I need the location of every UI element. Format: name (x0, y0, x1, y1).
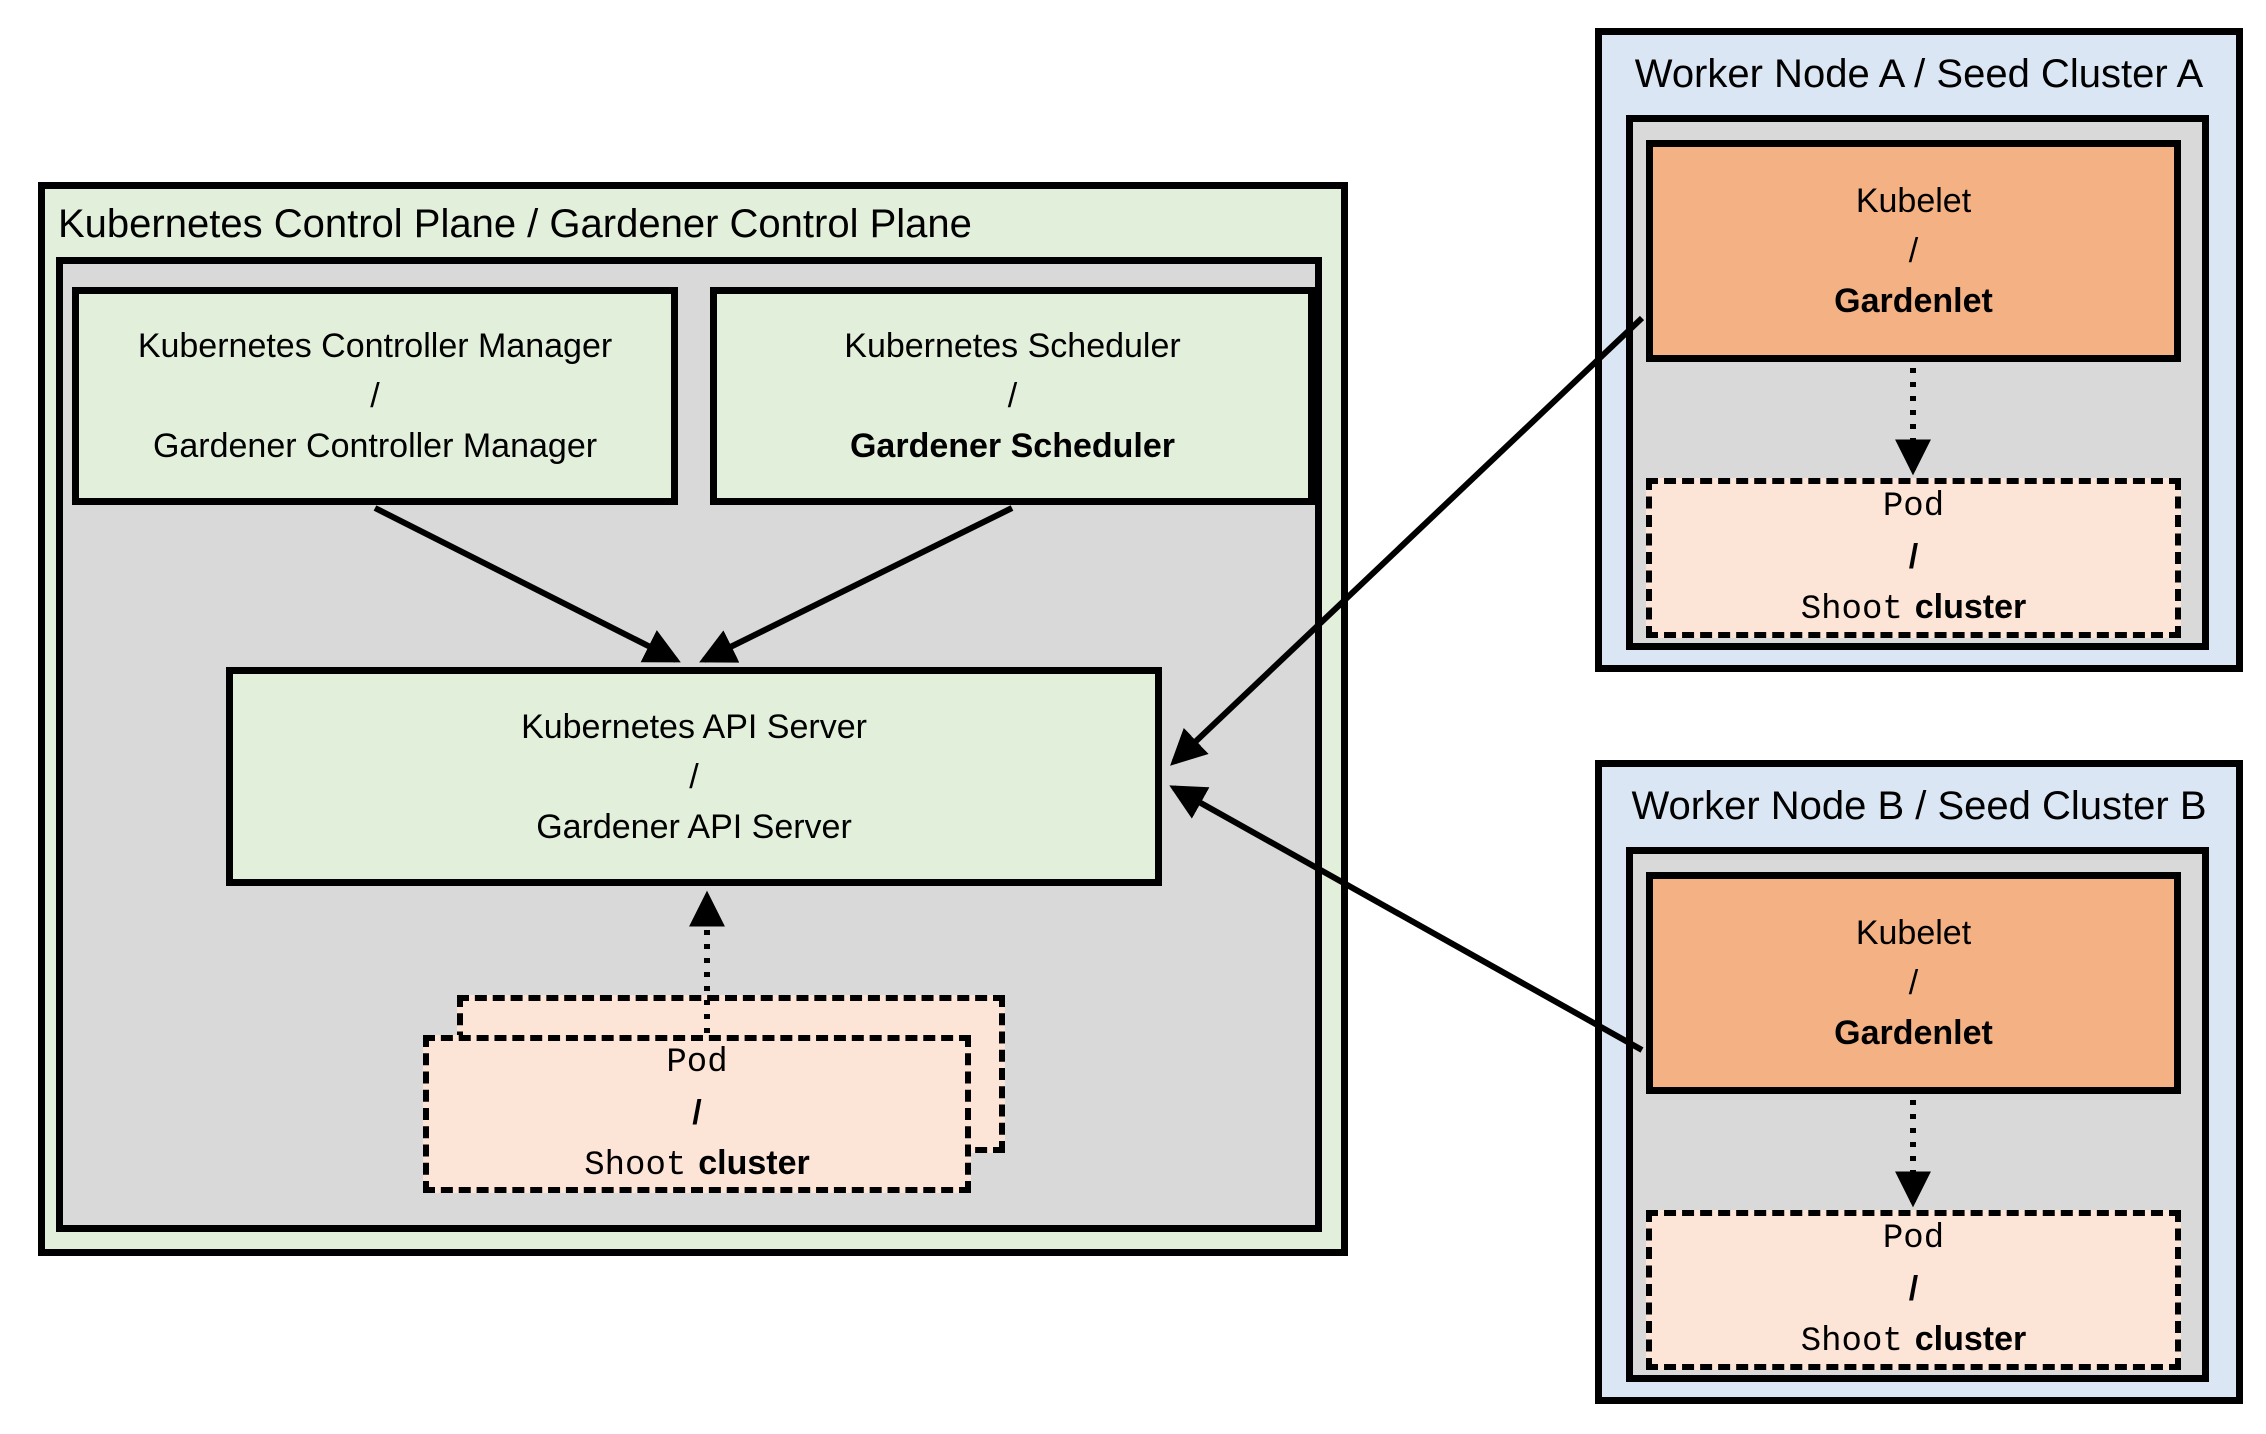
scheduler-line1: Kubernetes Scheduler (844, 327, 1181, 365)
pod-b-line2: Shoot cluster (1801, 1314, 2027, 1367)
kubelet-a-line1: Kubelet (1855, 182, 1972, 220)
pod-b-box: Pod / Shoot cluster (1646, 1210, 2181, 1370)
controller-manager-line1: Kubernetes Controller Manager (137, 327, 613, 365)
pod-a-line2: Shoot cluster (1801, 582, 2027, 635)
controller-manager-box: Kubernetes Controller Manager / Gardener… (72, 287, 678, 505)
worker-node-b-title: Worker Node B / Seed Cluster B (1631, 784, 2207, 828)
pod-stack-front-box: Pod / Shoot cluster (423, 1035, 971, 1193)
api-server-line1: Kubernetes API Server (521, 707, 867, 746)
pod-separator: / (692, 1093, 702, 1132)
scheduler-separator: / (1007, 377, 1018, 415)
kubelet-b-box: Kubelet / Gardenlet (1646, 872, 2181, 1094)
pod-b-line1: Pod (1882, 1219, 1945, 1258)
pod-a-box: Pod / Shoot cluster (1646, 478, 2181, 638)
api-server-line2: Gardener API Server (536, 807, 852, 846)
kubelet-b-separator: / (1908, 964, 1919, 1002)
kubelet-a-separator: / (1908, 232, 1919, 270)
kubelet-b-line1: Kubelet (1855, 914, 1972, 952)
api-server-box: Kubernetes API Server / Gardener API Ser… (226, 667, 1162, 886)
kubelet-a-box: Kubelet / Gardenlet (1646, 140, 2181, 362)
pod-a-line2-code: Shoot (1800, 590, 1903, 629)
pod-a-line2-text: cluster (1914, 587, 2027, 626)
controller-manager-line2: Gardener Controller Manager (152, 427, 598, 465)
controller-manager-separator: / (370, 377, 380, 415)
scheduler-line2: Gardener Scheduler (849, 427, 1175, 465)
control-plane-title: Kubernetes Control Plane / Gardener Cont… (58, 202, 972, 246)
pod-b-line2-text: cluster (1914, 1319, 2027, 1358)
pod-a-line1: Pod (1882, 487, 1945, 526)
pod-line2-code: Shoot (584, 1146, 687, 1185)
worker-node-a-title: Worker Node A / Seed Cluster A (1634, 52, 2204, 96)
pod-line1: Pod (666, 1043, 728, 1082)
api-server-separator: / (689, 757, 699, 796)
kubelet-b-line2: Gardenlet (1834, 1014, 1993, 1052)
kubelet-a-line2: Gardenlet (1834, 282, 1993, 320)
pod-line2-text: cluster (698, 1143, 810, 1182)
pod-b-separator: / (1908, 1269, 1919, 1308)
scheduler-box: Kubernetes Scheduler / Gardener Schedule… (710, 287, 1315, 505)
pod-a-separator: / (1908, 537, 1919, 576)
pod-b-line2-code: Shoot (1800, 1322, 1903, 1361)
pod-line2: Shoot cluster (584, 1138, 810, 1191)
